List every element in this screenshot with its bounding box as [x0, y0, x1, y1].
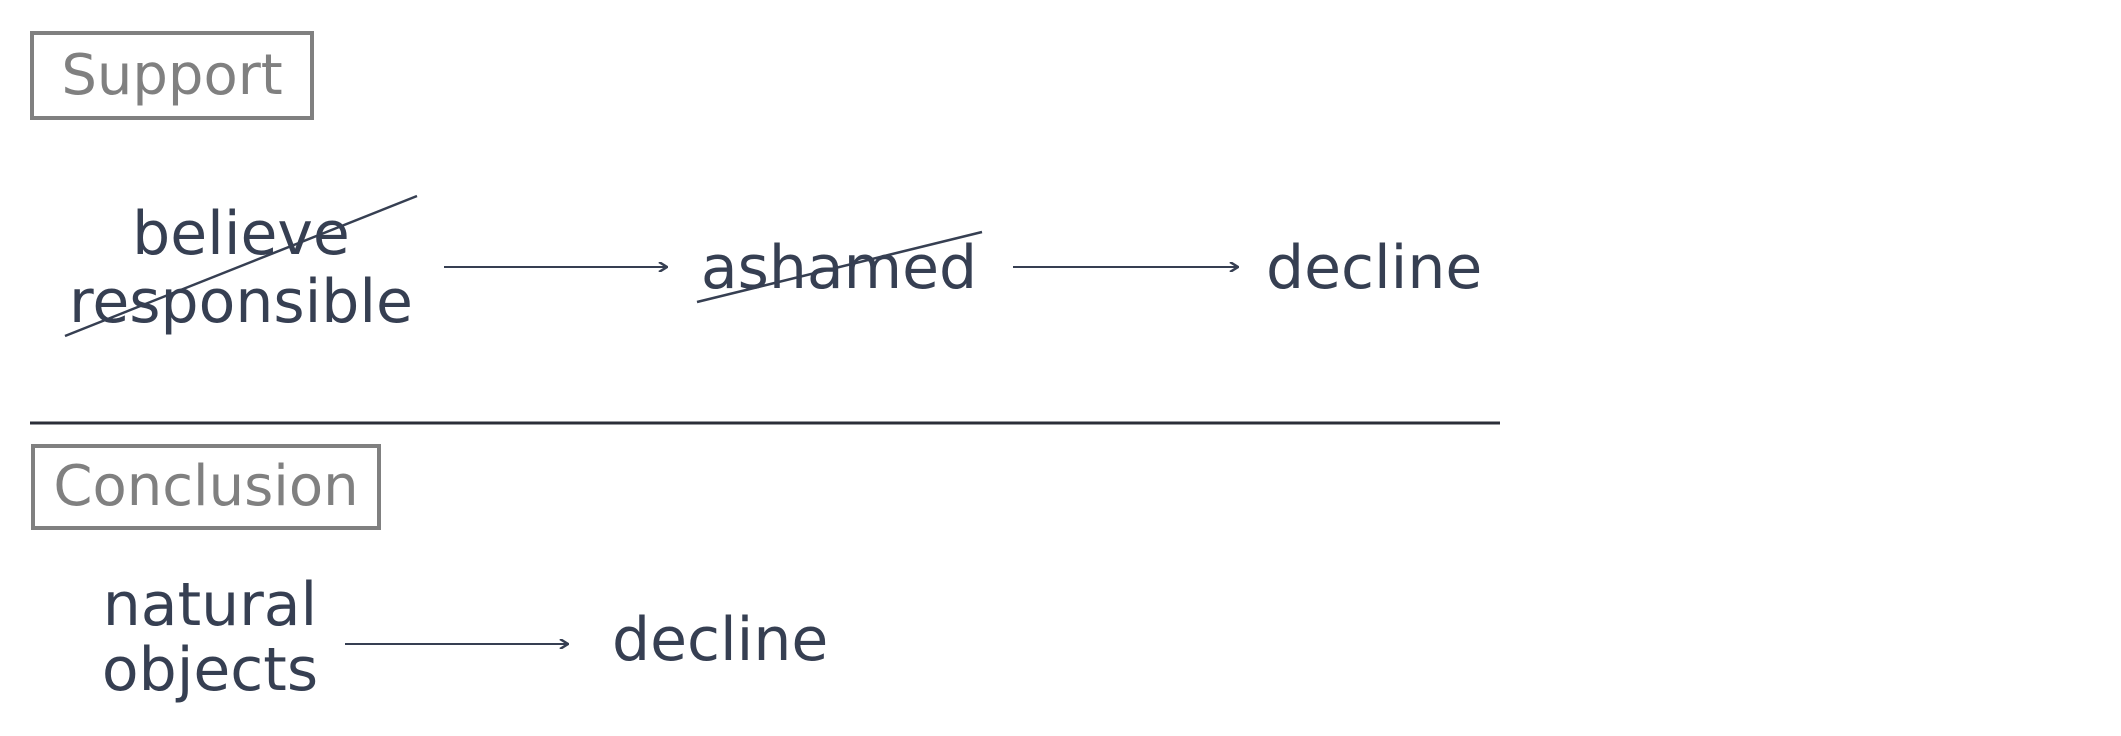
conclusion-label: Conclusion — [31, 444, 381, 530]
support-label: Support — [30, 31, 314, 120]
node-objects: objects — [101, 635, 319, 705]
strikeout-believe-responsible — [64, 194, 418, 338]
node-decline-support: decline — [1266, 233, 1483, 303]
node-decline-conclusion: decline — [612, 605, 829, 675]
node-responsible: responsible — [69, 267, 413, 337]
strikeout-ashamed — [696, 230, 983, 304]
node-believe: believe — [132, 199, 350, 269]
node-natural: natural — [102, 570, 318, 640]
